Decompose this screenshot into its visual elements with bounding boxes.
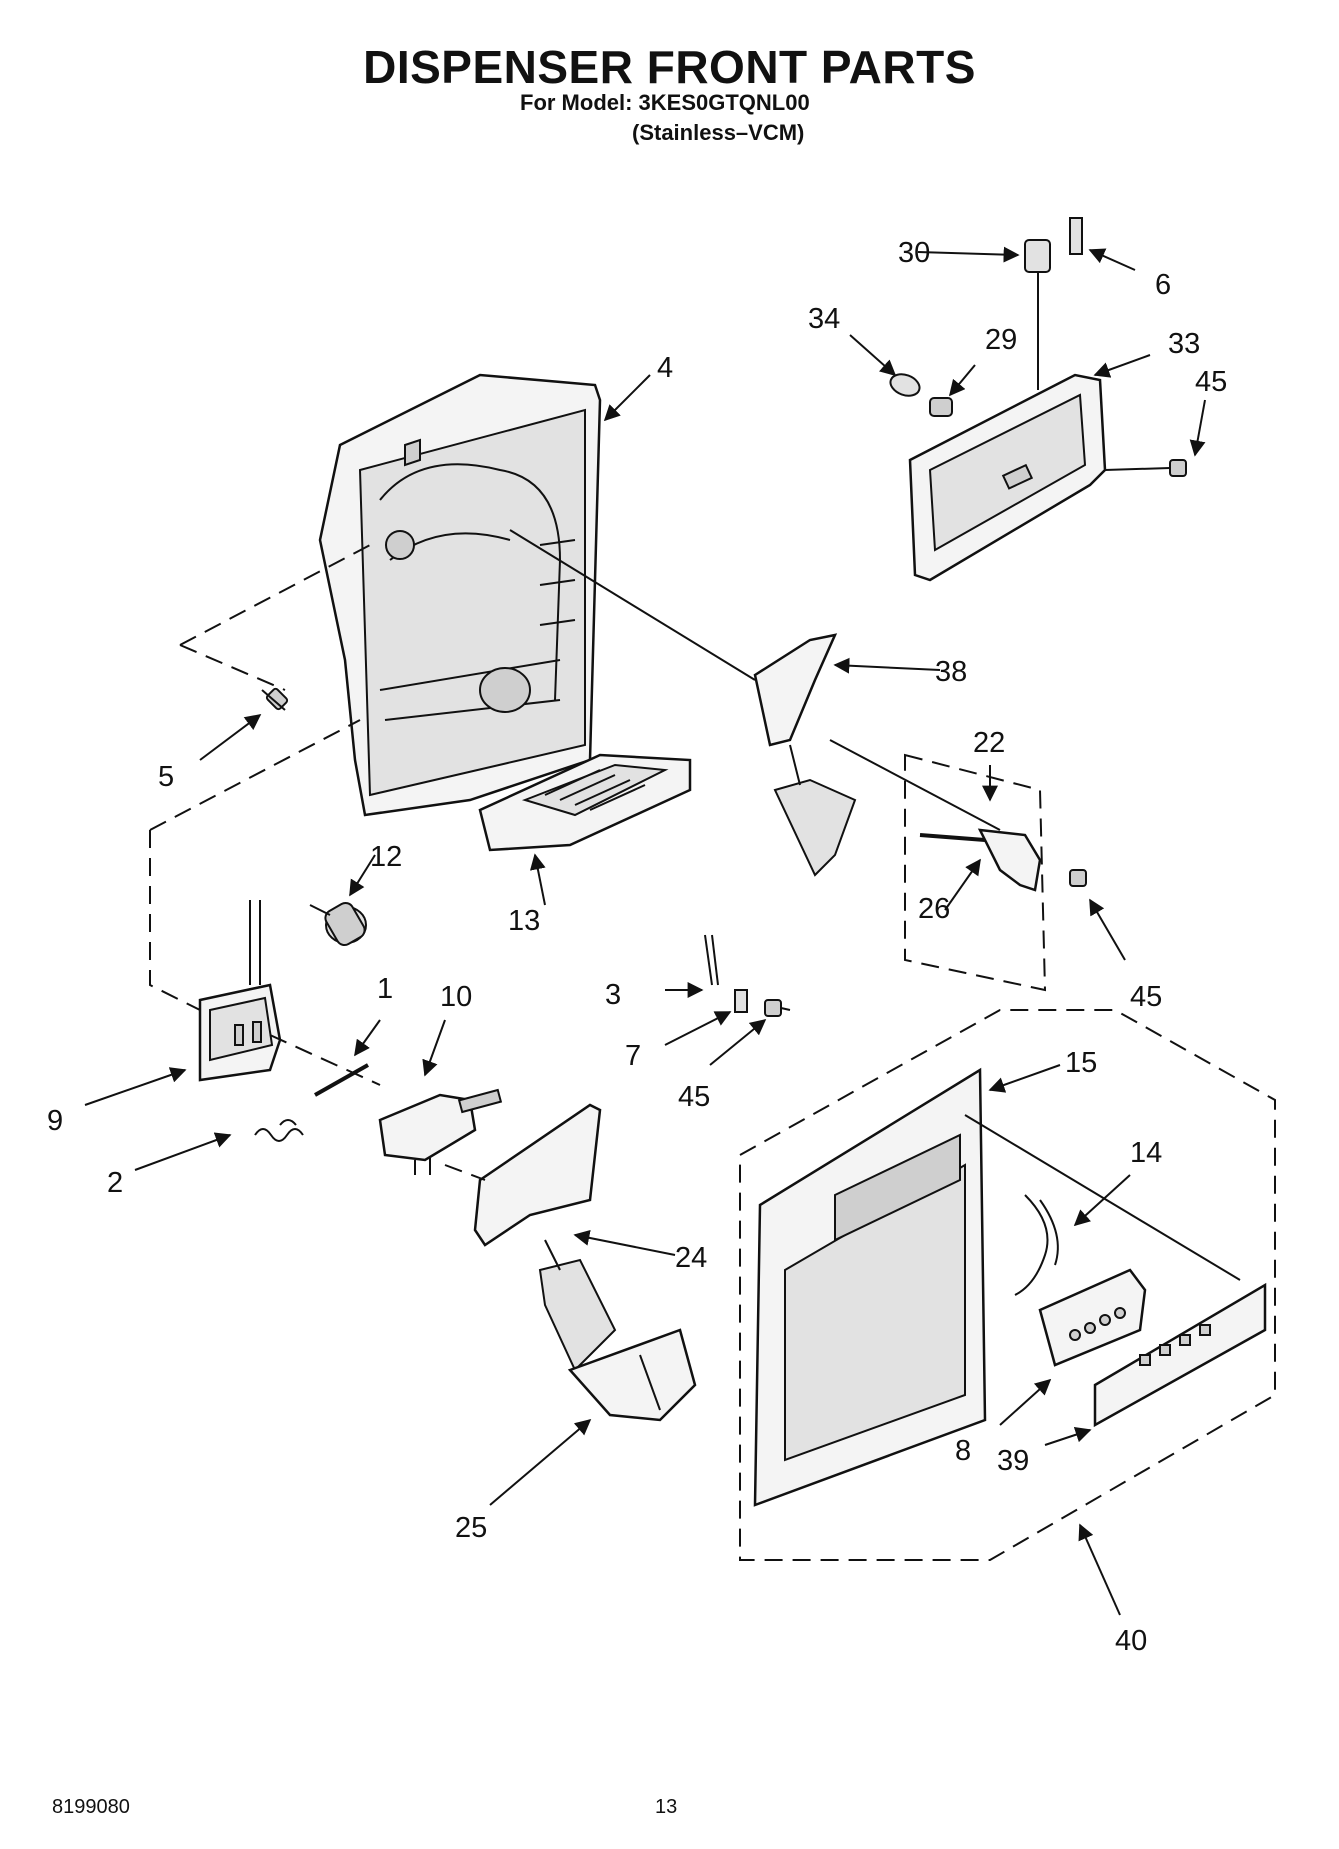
part-29: [929, 397, 953, 417]
callout-12: 12: [370, 841, 402, 873]
panel-part-9: [198, 900, 282, 1082]
callout-6: 6: [1155, 269, 1171, 301]
callout-labels: 4 5 12 13 38 22 26 45 30 6 34 29 33 45 3…: [47, 237, 1227, 1657]
bracket-part-10: [378, 1088, 503, 1175]
model-line: For Model: 3KES0GTQNL00: [520, 90, 810, 115]
callout-39: 39: [997, 1445, 1029, 1477]
screw-part-45-top: [1104, 459, 1187, 477]
screw-part-45-mid: [764, 999, 791, 1017]
callout-9: 9: [47, 1105, 63, 1137]
callout-1: 1: [377, 973, 393, 1005]
bin-part-25: [567, 1328, 697, 1422]
callout-15: 15: [1065, 1047, 1097, 1079]
callout-13: 13: [508, 905, 540, 937]
housing-part-33: [908, 373, 1107, 582]
callout-24: 24: [675, 1242, 707, 1274]
variant-line: (Stainless–VCM): [632, 120, 805, 145]
harness-part-14: [1014, 1194, 1059, 1296]
document-number: 8199080: [52, 1796, 130, 1818]
callout-26: 26: [918, 893, 950, 925]
callout-arrows: [84, 246, 1206, 1616]
callout-8: 8: [955, 1435, 971, 1467]
callout-7: 7: [625, 1040, 641, 1072]
screw-part-45-right: [1069, 869, 1087, 887]
overlay-part-39: [1093, 1282, 1267, 1428]
frame-part-15: [753, 1067, 987, 1507]
screw-part-5: [261, 687, 289, 711]
solenoid-part-12: [309, 901, 367, 947]
callout-34: 34: [808, 303, 840, 335]
guide-lines: [149, 529, 1241, 1281]
part-3: [704, 934, 719, 986]
callout-10: 10: [440, 981, 472, 1013]
callout-25: 25: [455, 1512, 487, 1544]
page-title: DISPENSER FRONT PARTS: [363, 41, 976, 93]
callout-3: 3: [605, 979, 621, 1011]
callout-40: 40: [1115, 1625, 1147, 1657]
switch-part-30: [1024, 239, 1051, 390]
lever-part-26: [919, 828, 1042, 892]
front-assembly-part-40: [739, 1009, 1276, 1561]
rod-part-1: [314, 1063, 369, 1097]
page-number: 13: [655, 1796, 678, 1818]
callout-45-right: 45: [1130, 981, 1162, 1013]
callout-14: 14: [1130, 1137, 1162, 1169]
callout-2: 2: [107, 1167, 123, 1199]
tray-part-13: [478, 753, 692, 852]
callout-33: 33: [1168, 328, 1200, 360]
control-board-part-8: [1038, 1268, 1147, 1367]
callout-45-top: 45: [1195, 366, 1227, 398]
housing-part-4: [318, 373, 602, 817]
callout-4: 4: [657, 352, 673, 384]
switch-assembly-part-22: [904, 753, 1047, 992]
part-34: [889, 373, 921, 397]
callout-30: 30: [898, 237, 930, 269]
callout-45-mid: 45: [678, 1081, 710, 1113]
spring-part-2: [254, 1119, 304, 1142]
callout-29: 29: [985, 324, 1017, 356]
plate-part-6: [1069, 217, 1083, 255]
paddle-part-38: [753, 633, 857, 877]
callout-22: 22: [973, 727, 1005, 759]
part-7: [734, 989, 748, 1013]
paddle-part-24: [473, 1103, 617, 1372]
callout-5: 5: [158, 761, 174, 793]
callout-38: 38: [935, 656, 967, 688]
